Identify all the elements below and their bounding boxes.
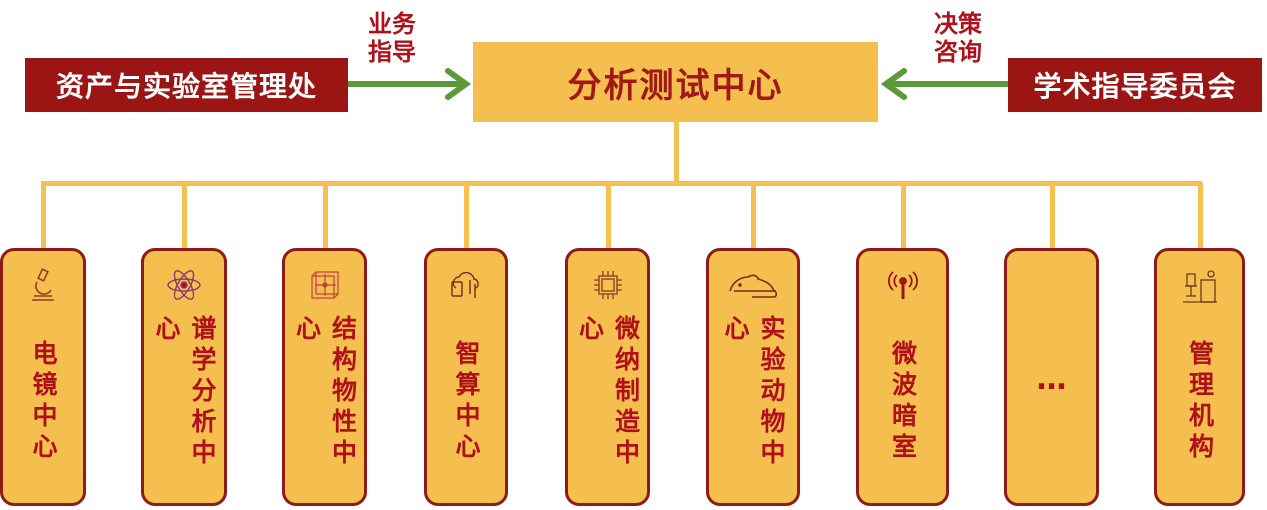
unit-box: 实验动物中心 (706, 248, 800, 506)
unit-box: 智算中心 (424, 248, 508, 506)
unit-box: 微波暗室 (856, 248, 949, 506)
microscope-icon (28, 255, 58, 315)
unit-box: 电镜中心 (0, 248, 86, 506)
cloud-compute-icon (448, 255, 484, 315)
connector-line (41, 181, 1202, 186)
unit-label: 结构物性中心 (292, 315, 358, 470)
office-desk-icon (1181, 255, 1219, 315)
connector-line (605, 183, 611, 249)
connector-line (41, 183, 46, 249)
unit-box: 结构物性中心 (282, 248, 367, 506)
analysis-testing-center: 分析测试中心 (473, 42, 878, 122)
connector-line (900, 183, 906, 249)
unit-label: 微波暗室 (888, 340, 918, 464)
connector-line (674, 122, 679, 185)
academic-committee: 学术指导委员会 (1008, 58, 1262, 112)
connector-line (322, 183, 328, 249)
crystal-structure-icon (308, 255, 342, 315)
unit-label: 管理机构 (1185, 340, 1215, 464)
antenna-icon (886, 255, 920, 315)
mouse-icon (726, 255, 780, 315)
arrow-right-icon (348, 68, 472, 100)
unit-label: 谱学分析中心 (152, 315, 217, 470)
unit-label: 微纳制造中心 (575, 315, 641, 470)
chip-icon (592, 255, 624, 315)
connector-line (182, 183, 187, 249)
business-guidance-label: 业务指导 (368, 10, 416, 66)
connector-line (1049, 183, 1055, 249)
unit-label: … (1036, 361, 1067, 397)
unit-box: 管理机构 (1154, 248, 1245, 506)
atom-icon (166, 255, 202, 315)
unit-box: 微纳制造中心 (565, 248, 650, 506)
unit-label: 实验动物中心 (721, 315, 786, 470)
unit-box: … (1004, 248, 1099, 506)
unit-box: 谱学分析中心 (141, 248, 227, 506)
connector-line (751, 183, 756, 249)
unit-label: 电镜中心 (29, 340, 58, 464)
connector-line (464, 183, 469, 249)
connector-line (1197, 183, 1203, 249)
asset-lab-management-office: 资产与实验室管理处 (25, 58, 348, 112)
decision-consulting-label: 决策咨询 (934, 10, 982, 66)
unit-label: 智算中心 (452, 340, 481, 464)
arrow-left-icon (880, 68, 1008, 100)
